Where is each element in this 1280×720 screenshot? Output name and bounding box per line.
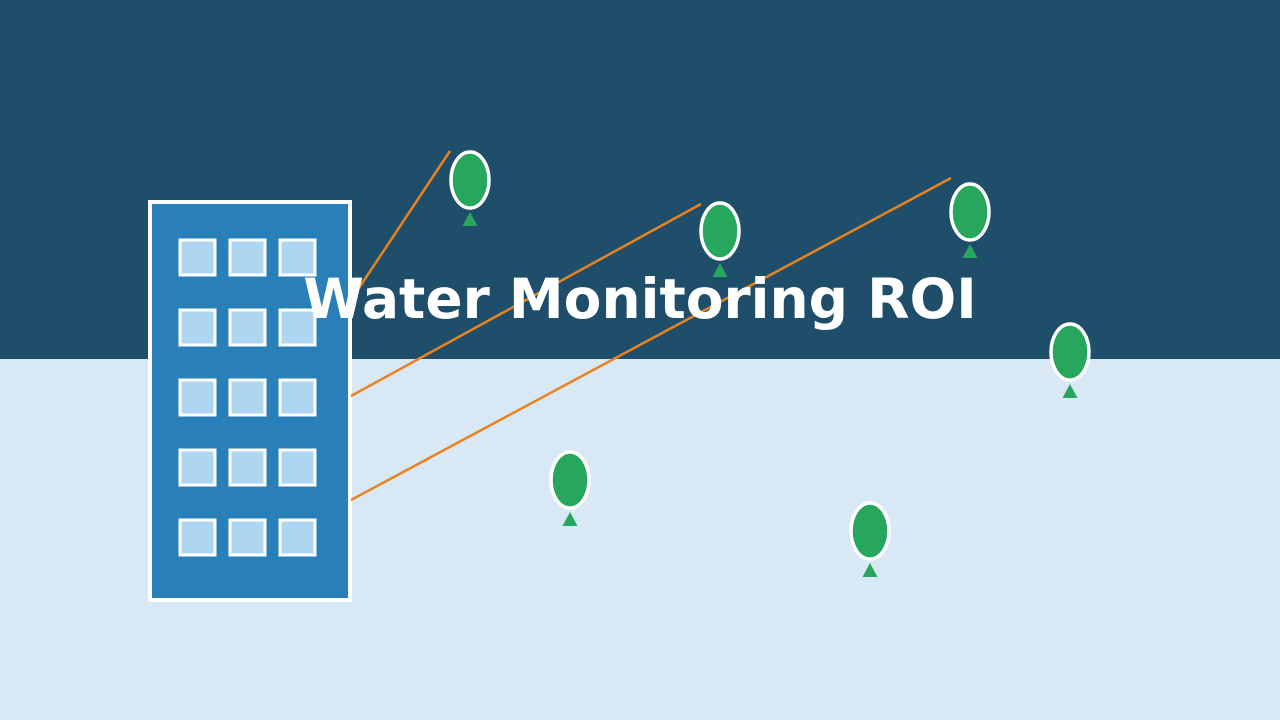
building-window xyxy=(228,238,267,277)
sensor-line xyxy=(350,202,702,398)
building-window xyxy=(228,448,267,487)
building-window xyxy=(228,308,267,347)
balloon-body xyxy=(1049,322,1091,382)
balloon-body xyxy=(699,201,741,261)
balloon-body xyxy=(849,501,891,561)
building-window xyxy=(278,238,317,277)
page-title: Water Monitoring ROI xyxy=(303,267,977,331)
balloon-body xyxy=(449,150,491,210)
building-window xyxy=(278,518,317,557)
balloon-marker xyxy=(699,201,741,277)
balloon-knot xyxy=(462,212,478,226)
balloon-body xyxy=(949,182,991,242)
balloon-marker xyxy=(949,182,991,258)
building-window xyxy=(178,378,217,417)
balloon-knot xyxy=(562,512,578,526)
balloon-knot xyxy=(862,563,878,577)
sensor-line xyxy=(350,176,952,502)
building-window xyxy=(178,238,217,277)
building-window xyxy=(228,378,267,417)
balloon-marker xyxy=(1049,322,1091,398)
balloon-knot xyxy=(712,263,728,277)
building-window xyxy=(178,518,217,557)
balloon-body xyxy=(549,450,591,510)
building-window xyxy=(178,448,217,487)
building-window xyxy=(278,308,317,347)
balloon-markers xyxy=(449,150,1091,577)
sensor-line xyxy=(349,150,452,301)
building-window xyxy=(278,448,317,487)
balloon-marker xyxy=(849,501,891,577)
balloon-marker xyxy=(449,150,491,226)
balloon-knot xyxy=(1062,384,1078,398)
building-window xyxy=(178,308,217,347)
balloon-marker xyxy=(549,450,591,526)
building-window xyxy=(278,378,317,417)
building-window xyxy=(228,518,267,557)
sensor-lines xyxy=(349,150,952,502)
building xyxy=(148,200,352,602)
balloon-knot xyxy=(962,244,978,258)
building-windows xyxy=(178,238,317,557)
